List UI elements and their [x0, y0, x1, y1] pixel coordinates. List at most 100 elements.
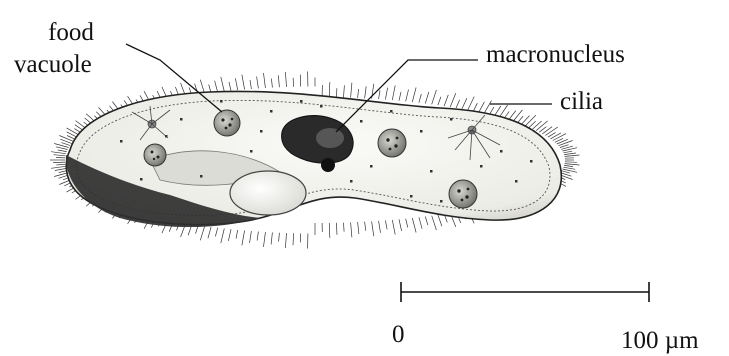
nucleus-highlight	[316, 128, 344, 148]
granule	[320, 105, 323, 108]
cilium	[365, 222, 366, 231]
scale-label-end: 100 µm	[621, 328, 699, 353]
cilium	[525, 115, 536, 126]
granule	[260, 130, 263, 133]
cilium	[563, 167, 575, 169]
cilium	[228, 229, 231, 241]
cilium	[67, 132, 78, 138]
granule	[480, 165, 483, 168]
oral-opening	[230, 171, 306, 215]
food-vacuole	[378, 129, 406, 157]
cilium	[279, 233, 280, 242]
cilium	[61, 143, 70, 146]
cilium	[513, 110, 522, 122]
cilium	[563, 151, 572, 153]
cilium	[56, 164, 65, 165]
granule	[250, 150, 253, 153]
cilium	[67, 136, 75, 140]
granule	[420, 130, 423, 133]
cilium	[560, 145, 569, 148]
granule	[300, 100, 303, 103]
cilium	[565, 164, 580, 165]
cilium	[285, 233, 286, 248]
cilium	[379, 221, 381, 233]
food-vacuole	[144, 144, 166, 166]
cilium	[285, 72, 286, 87]
cilium	[229, 82, 231, 91]
cilium	[565, 162, 577, 163]
cilium	[271, 232, 272, 244]
cilium	[53, 162, 65, 163]
cilium	[358, 222, 359, 234]
cilium	[444, 95, 448, 106]
cilium	[399, 219, 402, 231]
cilium	[529, 121, 536, 127]
scale-bar	[401, 282, 649, 302]
cilium	[51, 166, 66, 168]
granule	[350, 180, 353, 183]
cilium	[412, 88, 416, 103]
micronucleus	[321, 158, 335, 172]
granule	[370, 165, 373, 168]
cilium	[329, 82, 330, 97]
cilium	[344, 85, 345, 97]
cilium	[406, 219, 408, 228]
cilium	[462, 98, 467, 109]
cilium	[419, 217, 422, 229]
cilium	[235, 78, 237, 90]
label-vacuole: vacuole	[14, 52, 92, 77]
cilium	[278, 75, 279, 87]
granule	[140, 178, 143, 181]
cilium	[351, 222, 352, 237]
cilium	[336, 88, 337, 97]
cilium	[365, 86, 367, 98]
cilium	[392, 220, 395, 235]
granule	[120, 140, 123, 143]
cilium	[432, 216, 437, 230]
cilium	[215, 81, 218, 93]
cilium	[564, 153, 576, 155]
cilium	[564, 165, 573, 166]
cilium	[432, 90, 437, 104]
cilium	[208, 227, 211, 239]
cilium	[438, 215, 442, 226]
cilium	[484, 101, 492, 114]
cilium	[200, 226, 204, 240]
cilium	[419, 94, 421, 103]
cilium	[392, 85, 395, 100]
cilium	[479, 102, 485, 113]
cilium	[55, 168, 67, 170]
cilium	[385, 220, 387, 229]
cilium	[215, 228, 217, 237]
cilium	[468, 97, 475, 111]
cilium	[264, 232, 266, 247]
granule	[410, 195, 413, 198]
cilium	[58, 150, 67, 152]
cilium	[542, 127, 552, 134]
cilium	[553, 134, 566, 141]
cilium	[59, 136, 73, 142]
label-macronucleus: macronucleus	[486, 42, 625, 67]
cilium	[551, 133, 561, 139]
cilium	[293, 233, 294, 245]
granule	[270, 110, 273, 113]
food-vacuole	[449, 180, 477, 208]
cilium	[379, 90, 380, 99]
granule	[515, 180, 518, 183]
cilium	[257, 232, 258, 241]
cilium	[399, 92, 401, 101]
cilium	[372, 221, 374, 236]
cilium	[221, 77, 225, 92]
cilium	[56, 147, 68, 150]
granule	[200, 175, 203, 178]
cilium	[264, 73, 266, 88]
cilium	[425, 217, 428, 226]
cilium	[557, 139, 568, 144]
label-food: food	[33, 20, 109, 45]
cilium	[329, 223, 330, 238]
cilium	[536, 121, 548, 131]
cilium	[51, 152, 66, 154]
cilium	[242, 231, 245, 246]
cilium	[533, 121, 542, 129]
